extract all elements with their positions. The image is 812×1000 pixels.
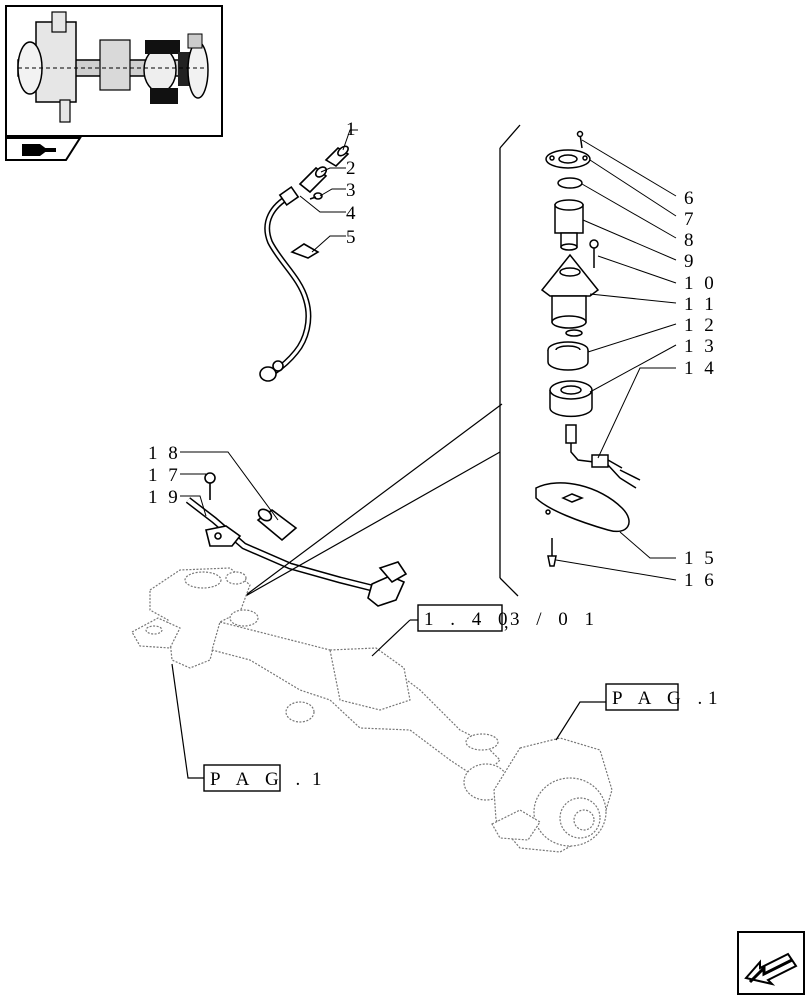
sensor-cable-assembly	[259, 145, 350, 382]
pag-right-num: 1	[708, 688, 724, 709]
detail-link-lines	[241, 403, 503, 599]
pag-ref-right[interactable]: P A G . 1	[555, 683, 724, 741]
pag-left-num: 1	[312, 769, 328, 790]
pag-right-label: P A G .	[612, 688, 708, 709]
ref-box-140[interactable]: 1 . 4 0 3 / 0 1	[371, 604, 600, 657]
callout-1: 1	[346, 119, 359, 140]
callout-14: 1 4	[684, 358, 717, 379]
callout-3: 3	[346, 180, 359, 201]
ref-140-suffix: 3 / 0 1	[510, 609, 600, 630]
ref-140-prefix: 1 . 4 0	[424, 609, 514, 630]
book-arrow-icon[interactable]	[5, 137, 82, 161]
callout-11: 1 1	[684, 294, 717, 315]
callout-12: 1 2	[684, 315, 717, 336]
callout-9: 9	[684, 251, 697, 272]
ref-140-comma: ,	[504, 612, 509, 632]
callout-8: 8	[684, 230, 697, 251]
callout-19: 1 9	[148, 487, 181, 508]
callout-7: 7	[684, 209, 697, 230]
part-5-clip	[290, 243, 320, 259]
callout-6: 6	[684, 188, 697, 209]
part-2-connector	[298, 166, 328, 194]
callout-10: 1 0	[684, 273, 717, 294]
callout-2: 2	[346, 158, 359, 179]
pag-ref-left[interactable]: P A G . 1	[171, 663, 328, 792]
front-axle-body	[131, 567, 613, 853]
callout-18: 1 8	[148, 443, 181, 464]
sensor-stack	[535, 130, 641, 567]
part-3-screw	[309, 192, 323, 200]
callout-16: 1 6	[684, 570, 717, 591]
callout-13: 1 3	[684, 336, 717, 357]
callout-15: 1 5	[684, 548, 717, 569]
pag-left-label: P A G .	[210, 769, 306, 790]
callout-17: 1 7	[148, 465, 181, 486]
part-1-cap	[324, 145, 350, 168]
axle-overview-thumbnail[interactable]	[5, 5, 223, 137]
callout-4: 4	[346, 203, 359, 224]
callout-5: 5	[346, 227, 359, 248]
next-page-arrow-icon[interactable]	[737, 931, 805, 995]
detail-separator	[499, 124, 521, 597]
pipe-bracket-assembly	[185, 472, 408, 607]
